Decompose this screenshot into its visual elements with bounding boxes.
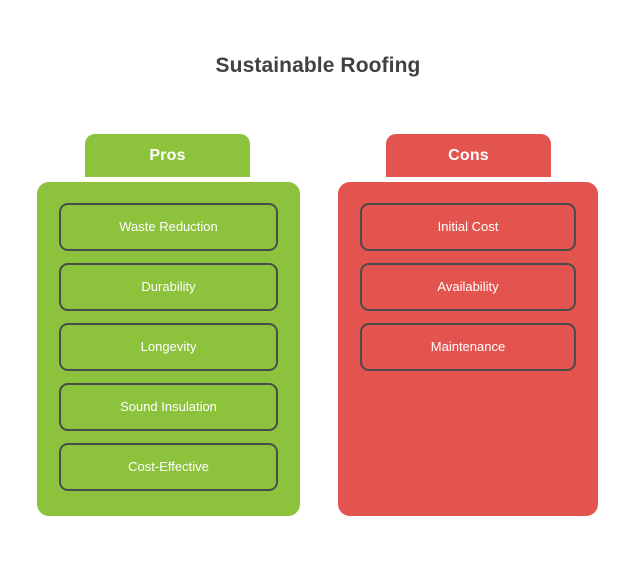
panel-pros: Waste Reduction Durability Longevity Sou… [37,182,300,516]
list-item[interactable]: Waste Reduction [59,203,278,251]
list-item[interactable]: Availability [360,263,576,311]
list-item-label: Availability [437,279,499,295]
list-item-label: Sound Insulation [120,399,217,415]
list-item[interactable]: Initial Cost [360,203,576,251]
list-item-label: Waste Reduction [119,219,218,235]
column-header-cons: Cons [386,134,551,177]
list-item[interactable]: Maintenance [360,323,576,371]
page-title: Sustainable Roofing [215,54,421,77]
pros-item-list: Waste Reduction Durability Longevity Sou… [59,203,278,491]
column-header-pros: Pros [85,134,250,177]
list-item-label: Longevity [140,339,197,355]
column-header-cons-label: Cons [448,146,489,164]
column-header-pros-label: Pros [149,146,186,164]
panel-cons: Initial Cost Availability Maintenance [338,182,598,516]
list-item-label: Initial Cost [437,219,499,235]
list-item-label: Durability [141,279,196,295]
cons-item-list: Initial Cost Availability Maintenance [360,203,576,371]
list-item[interactable]: Longevity [59,323,278,371]
list-item-label: Maintenance [430,339,506,355]
list-item[interactable]: Sound Insulation [59,383,278,431]
list-item[interactable]: Cost-Effective [59,443,278,491]
list-item-label: Cost-Effective [128,459,209,475]
list-item[interactable]: Durability [59,263,278,311]
